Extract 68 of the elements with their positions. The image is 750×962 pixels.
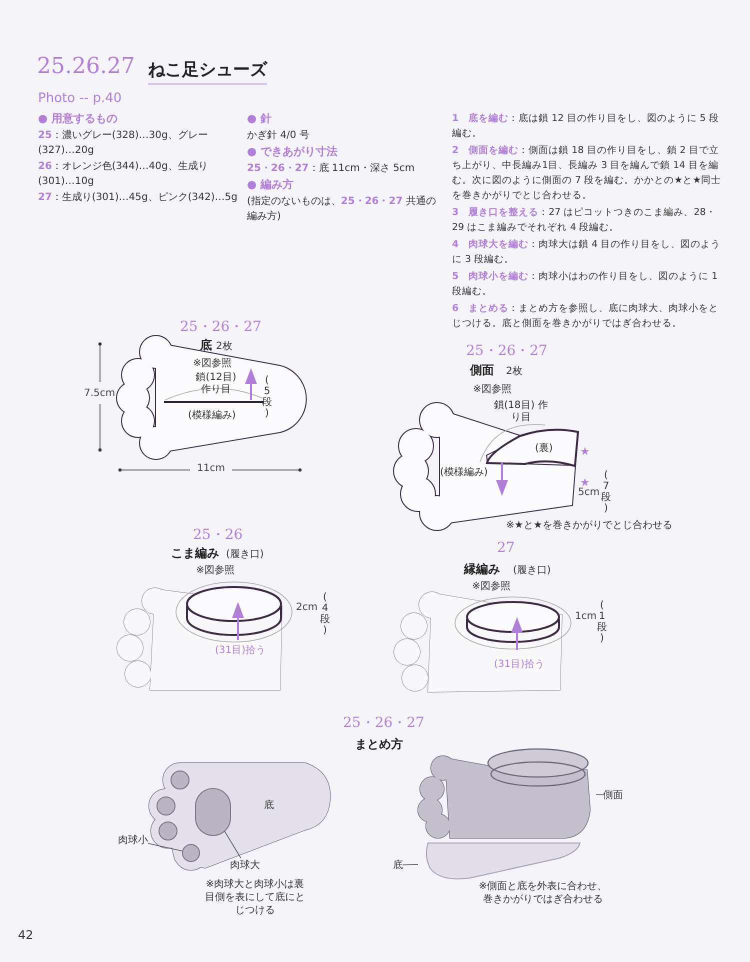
page-title: ねこ足シューズ (148, 58, 267, 85)
star-mark: ★ (580, 445, 590, 458)
diagram-label: 鎖(12目) 作り目 (194, 372, 238, 396)
diagram-heading: まとめ方 (355, 736, 403, 753)
text-line: 25：濃いグレー(328)…30g、グレー(327)…20g (38, 128, 209, 158)
size-numbers: 27 (497, 540, 515, 556)
size-numbers: 25・26・27 (180, 318, 262, 336)
pickup-text: (31目)拾う (215, 644, 266, 657)
diagram-label: ※図参照 (472, 580, 510, 593)
leader-line (148, 842, 183, 852)
diagram-heading: 側面 (470, 362, 494, 379)
leader-line (224, 830, 242, 858)
leader-line (402, 864, 418, 866)
diagram-label: ※図参照 (193, 356, 232, 370)
part-label: 肉球小 (118, 833, 148, 847)
star-mark: ★ (580, 476, 590, 489)
section-heading: ● できあがり寸法 (247, 144, 338, 160)
instruction-step: 3 履き口を整える：27 はピコットつきのこま編み、28・29 はこま編みでそれぞれ 4 段編む。 (452, 205, 722, 235)
text-line: 25・26・27：底 11cm・深さ 5cm (247, 162, 416, 176)
pattern-number: 25.26.27 (37, 54, 135, 79)
dimension-text: 11cm (197, 463, 225, 474)
diagram-label: (履き口) (513, 564, 551, 577)
instruction-step: 1 底を編む：底は鎖 12 目の作り目をし、図のように 5 段編む。 (452, 111, 722, 141)
instruction-step: 5 肉球小を編む：肉球小はわの作り目をし、図のように 1 段編む。 (452, 269, 722, 299)
diagram-label: ※図参照 (196, 564, 234, 577)
row-count: (1段) (597, 600, 607, 644)
diagram-label: 底 (264, 798, 274, 812)
dimension-text: 1cm (575, 611, 597, 622)
diagram-heading: こま編み (171, 545, 219, 562)
dimension-text: 2cm (296, 602, 318, 613)
diagram-heading: 底 (200, 337, 212, 354)
diagram-label: (模様編み) (440, 466, 488, 479)
diagram-label: ※図参照 (473, 382, 512, 396)
text-line: 27：生成り(301)…45g、ピンク(342)…5g (38, 190, 238, 205)
text-line: (指定のないものは、25・26・27 共通の編み方) (247, 194, 437, 224)
instruction-step: 4 肉球大を編む：肉球大は鎖 4 目の作り目をし、図のように 3 段編む。 (452, 237, 722, 267)
diagram-label: 鎖(18目) 作り目 (494, 400, 548, 424)
text-line: 26：オレンジ色(344)…40g、生成り(301)…10g (38, 160, 209, 189)
dimension-text: 5cm (578, 487, 600, 498)
size-numbers: 25・26・27 (466, 342, 548, 360)
row-count: (7段) (601, 470, 611, 514)
diagram-label: 2枚 (216, 340, 232, 353)
diagram-label: (裏) (535, 442, 553, 455)
section-heading: ● 用意するもの (38, 111, 118, 127)
page-number: 42 (18, 928, 34, 942)
note-text: ※肉球大と肉球小は裏目側を表にして底にとじつける (205, 878, 305, 917)
part-label: 底 (393, 858, 403, 872)
row-count: (4段) (320, 592, 330, 636)
instruction-step: 6 まとめる：まとめ方を参照し、底に肉球大、肉球小をとじつける。底と側面を巻きかがりではぎ合わせる。 (452, 301, 722, 331)
diagram-label: ※★と★を巻きかがりでとじ合わせる (506, 519, 672, 532)
leader-line (596, 794, 604, 796)
note-text: ※側面と底を外表に合わせ、巻きかがりではぎ合わせる (478, 880, 608, 906)
diagram-heading: 縁編み (464, 561, 500, 578)
diagram-label: (履き口) (226, 548, 264, 561)
dimension-text: 7.5cm (84, 388, 116, 399)
part-label: 肉球大 (230, 858, 260, 872)
part-label: 側面 (603, 788, 623, 802)
photo-reference: Photo -- p.40 (38, 91, 122, 106)
instruction-step: 2 側面を編む：側面は鎖 18 目の作り目をし、鎖 2 目で立ち上がり、中長編み1目、長編み 3 目を編んで鎖 14 目を編む。次に図のように側面の 7 段を編む。かかとの★と★同士を巻きかがりでとじ合わせる。 (452, 143, 722, 203)
diagram-label: 2枚 (506, 364, 522, 378)
size-numbers: 25・26 (193, 526, 243, 544)
section-heading: ● 編み方 (247, 177, 294, 193)
text-line: かぎ針 4/0 号 (247, 129, 310, 143)
pickup-text: (31目)拾う (494, 658, 545, 671)
size-numbers: 25・26・27 (343, 714, 424, 732)
diagram-label: (模様編み) (188, 408, 236, 422)
section-heading: ● 針 (247, 111, 272, 127)
row-count: (5段) (262, 375, 272, 419)
